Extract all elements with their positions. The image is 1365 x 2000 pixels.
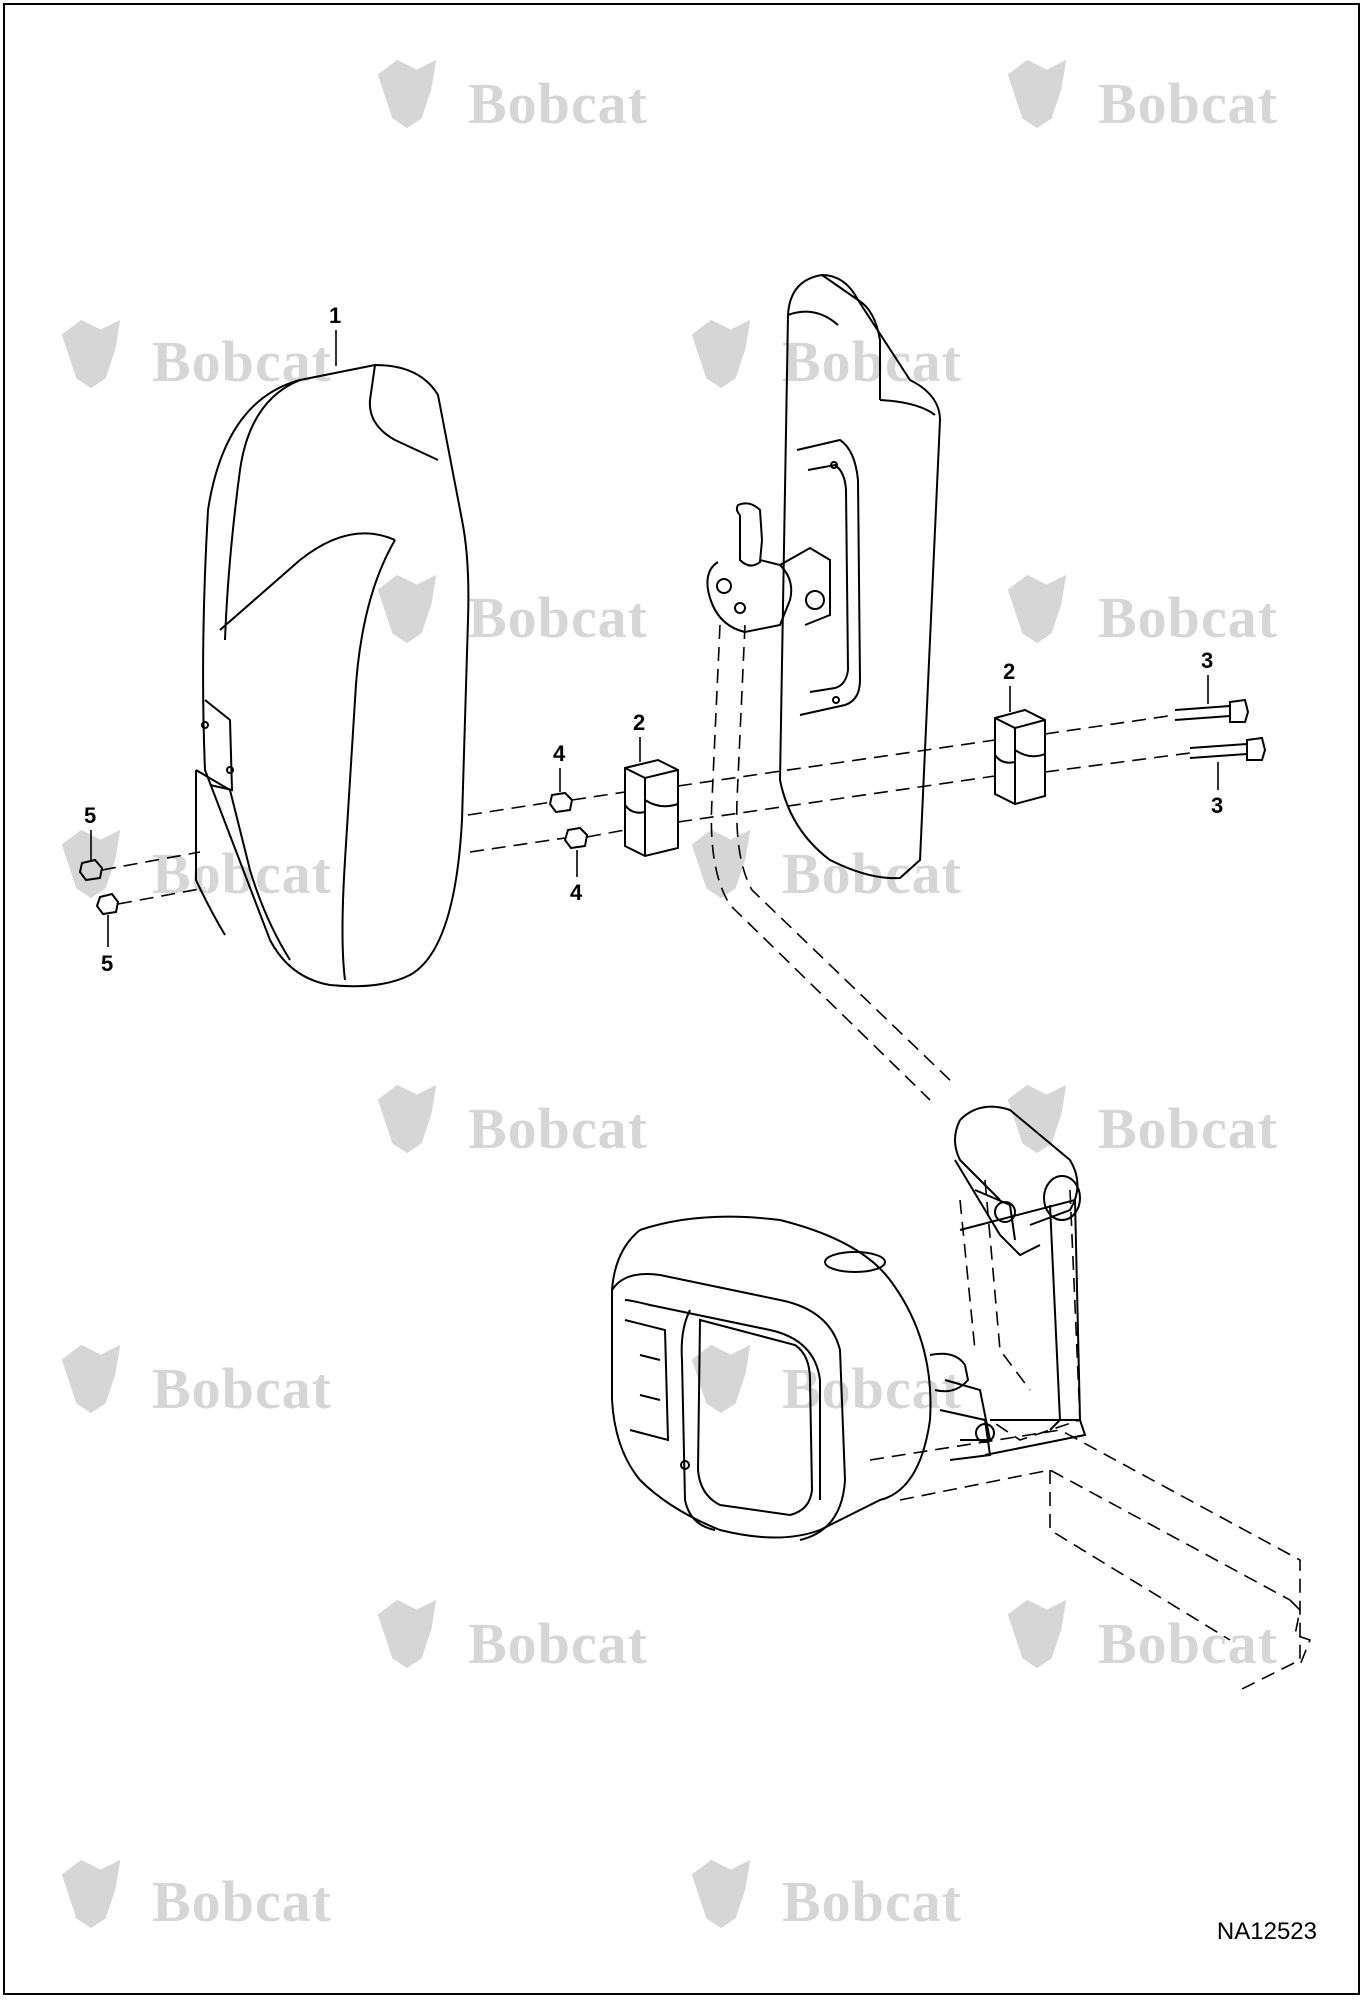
bobcat-head-logo-icon bbox=[1007, 1599, 1067, 1669]
watermark-text: Bobcat bbox=[468, 1096, 648, 1161]
callout-5-lower: 5 bbox=[101, 951, 114, 976]
watermark-text: Bobcat bbox=[1098, 585, 1278, 650]
work-light bbox=[611, 1215, 992, 1541]
bobcat-head-logo-icon bbox=[61, 1859, 121, 1929]
part-5-nuts bbox=[78, 858, 120, 916]
callout-3-lower: 3 bbox=[1211, 793, 1224, 818]
bobcat-head-logo-icon bbox=[691, 319, 751, 389]
mirror-head bbox=[706, 273, 942, 880]
bobcat-head-logo-icon bbox=[61, 319, 121, 389]
watermark-text: Bobcat bbox=[1098, 71, 1278, 136]
bobcat-head-logo-icon bbox=[61, 1344, 121, 1414]
callout-2-left: 2 bbox=[633, 710, 646, 735]
watermark-text: Bobcat bbox=[152, 841, 332, 906]
bobcat-head-logo-icon bbox=[377, 59, 437, 129]
bobcat-head-logo-icon bbox=[377, 1084, 437, 1154]
bobcat-head-logo-icon bbox=[1007, 1084, 1067, 1154]
callout-1: 1 bbox=[329, 303, 342, 328]
part-2-clamp-left bbox=[624, 758, 679, 858]
watermark-text: Bobcat bbox=[1098, 1611, 1278, 1676]
bobcat-head-logo-icon bbox=[377, 574, 437, 644]
watermark-text: Bobcat bbox=[152, 1869, 332, 1934]
bobcat-head-logo-icon bbox=[691, 1344, 751, 1414]
mounting-bracket bbox=[939, 1105, 1087, 1461]
bobcat-head-logo-icon bbox=[691, 829, 751, 899]
watermark-text: Bobcat bbox=[152, 329, 332, 394]
watermark-text: Bobcat bbox=[468, 71, 648, 136]
bobcat-head-logo-icon bbox=[1007, 59, 1067, 129]
bobcat-head-logo-icon bbox=[61, 829, 121, 899]
watermark-text: Bobcat bbox=[782, 329, 962, 394]
diagram-border bbox=[3, 3, 1360, 1995]
bobcat-head-logo-icon bbox=[691, 1859, 751, 1929]
callout-3-upper: 3 bbox=[1201, 648, 1214, 673]
callout-4-lower: 4 bbox=[570, 880, 583, 905]
callout-leaders bbox=[90, 330, 1219, 947]
part-3-bolts bbox=[1174, 698, 1267, 761]
callout-4-upper: 4 bbox=[553, 741, 566, 766]
drawing-number: NA12523 bbox=[1216, 1918, 1317, 1945]
part-2-clamp-right bbox=[994, 708, 1046, 806]
watermark-text: Bobcat bbox=[152, 1356, 332, 1421]
watermark-text: Bobcat bbox=[782, 1869, 962, 1934]
watermark-text: Bobcat bbox=[782, 841, 962, 906]
callout-2-right: 2 bbox=[1003, 659, 1016, 684]
part-1-mirror-cover bbox=[195, 363, 470, 988]
bobcat-head-logo-icon bbox=[1007, 574, 1067, 644]
watermark-text: Bobcat bbox=[468, 1611, 648, 1676]
part-4-nuts bbox=[548, 791, 589, 850]
bobcat-head-logo-icon bbox=[377, 1599, 437, 1669]
assembly-dashed-lines bbox=[101, 624, 1312, 1691]
callout-5-upper: 5 bbox=[84, 803, 97, 828]
watermark-text: Bobcat bbox=[468, 585, 648, 650]
watermark-text: Bobcat bbox=[1098, 1096, 1278, 1161]
